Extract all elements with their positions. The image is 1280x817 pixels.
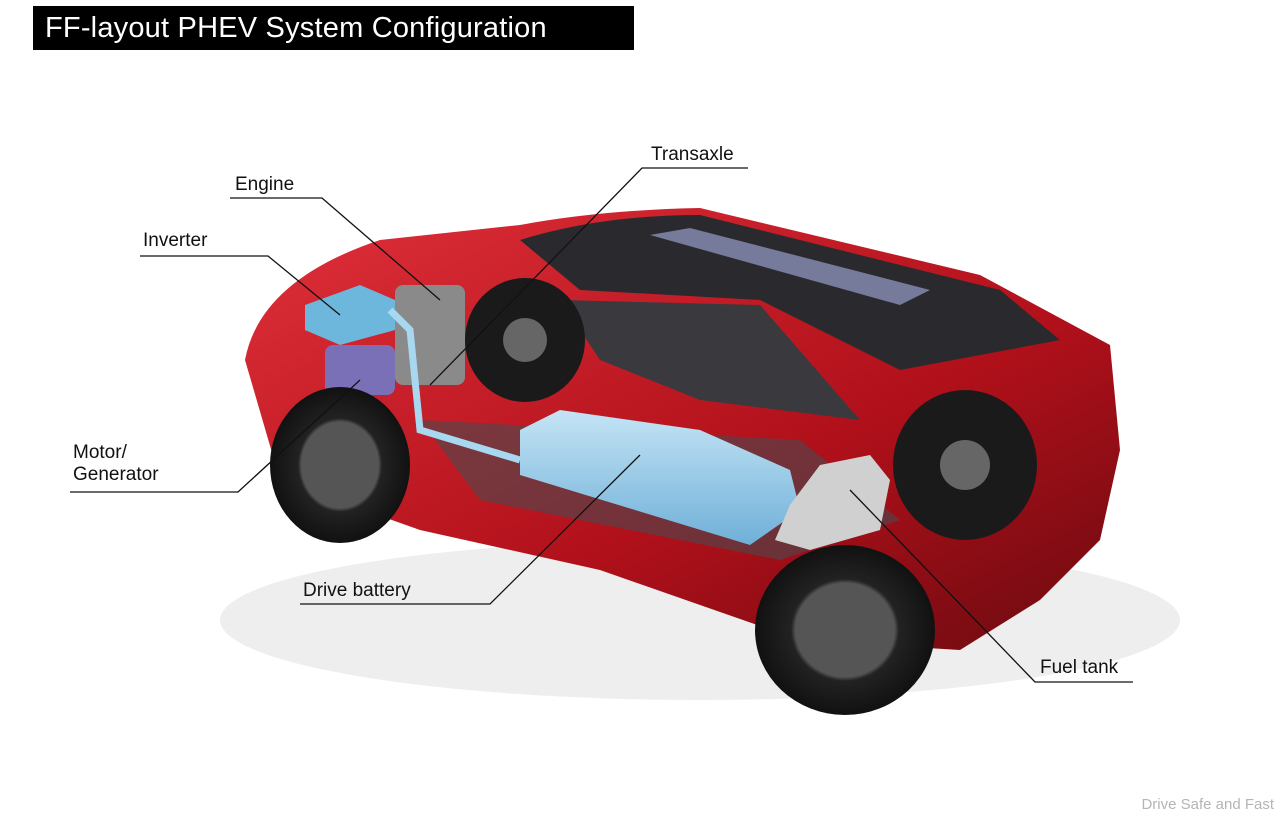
label-drive-battery: Drive battery [303,580,411,601]
solar-panel [650,228,930,305]
label-inverter: Inverter [143,230,208,251]
engine-block [395,285,465,385]
page-title: FF-layout PHEV System Configuration [33,6,634,50]
wheel-rear-right [893,390,1037,540]
roof-glass [520,215,1060,370]
label-fuel-tank: Fuel tank [1040,657,1119,678]
watermark: Drive Safe and Fast [1141,796,1274,813]
label-transaxle: Transaxle [651,144,734,165]
wheel-rear-left [755,545,935,715]
wheel-front-right [465,278,585,402]
label-engine: Engine [235,174,295,195]
leader-lines [70,167,1133,683]
drive-battery-pack [520,410,800,545]
side-window [560,300,860,420]
inverter-unit [305,285,395,345]
fuel-tank-unit [775,455,890,550]
label-motor: Motor/ [73,442,127,463]
label-generator: Generator [73,464,159,485]
wheel-front-left [270,387,410,543]
motor-generator-unit [325,345,395,395]
hv-cable [387,307,522,464]
